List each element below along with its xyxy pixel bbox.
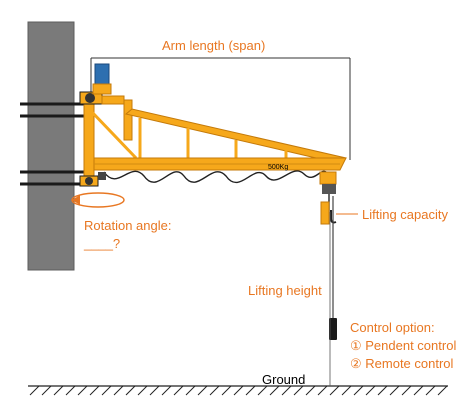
remote-control-label: ② Remote control xyxy=(350,356,454,371)
pendent-control-label: ① Pendent control xyxy=(350,338,457,353)
lifting-capacity-label: Lifting capacity xyxy=(362,207,448,222)
brace-bar xyxy=(88,108,138,160)
lower-pivot xyxy=(85,177,93,185)
lifting-height-label: Lifting height xyxy=(248,283,322,298)
hook xyxy=(330,210,337,224)
ground-label: Ground xyxy=(262,372,306,387)
support-column xyxy=(27,21,75,271)
ground-hatching xyxy=(29,385,448,396)
rotation-angle-label: Rotation angle: xyxy=(84,218,172,233)
rotation-arrowhead xyxy=(72,195,80,205)
pendent-handset xyxy=(329,318,337,340)
wall-clamp-lower xyxy=(20,170,86,186)
trolley xyxy=(319,171,337,185)
control-option-label: Control option: xyxy=(350,320,435,335)
hoist-body xyxy=(322,184,336,194)
beam-rating-label: 500Kg xyxy=(268,164,289,171)
end-plate xyxy=(123,99,133,141)
top-frame xyxy=(101,95,125,105)
junction-box xyxy=(98,172,106,180)
slewing-motor xyxy=(94,63,110,85)
wall-clamp-upper xyxy=(20,102,86,118)
motor-gearbox xyxy=(92,83,112,95)
chain-bag xyxy=(320,201,330,225)
festoon-cable xyxy=(103,170,327,184)
arm-length-label: Arm length (span) xyxy=(162,38,266,53)
rotation-angle-blank: ____? xyxy=(84,236,121,251)
top-pivot xyxy=(85,93,95,103)
